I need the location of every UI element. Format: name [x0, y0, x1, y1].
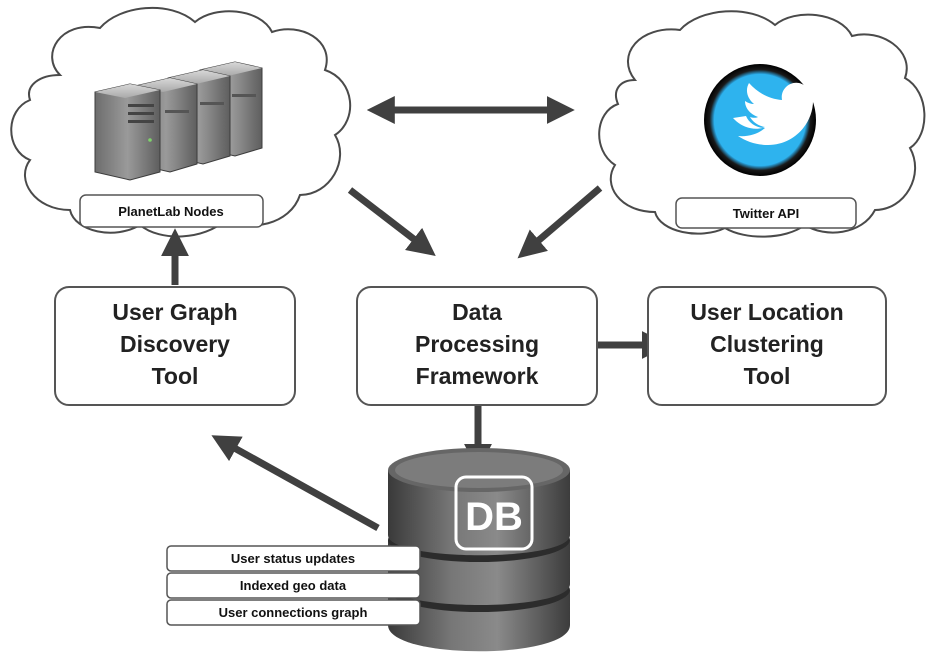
twitter-bird-icon	[704, 64, 821, 176]
cluster-tool-line-2: Clustering	[710, 331, 824, 357]
framework-line-2: Processing	[415, 331, 539, 357]
db-layer-label: User status updates	[231, 551, 355, 566]
db-badge: DB	[454, 475, 534, 551]
planetlab-label-box: PlanetLab Nodes	[79, 194, 264, 228]
planetlab-label: PlanetLab Nodes	[118, 204, 223, 219]
database-cylinder-icon	[388, 448, 570, 652]
data-processing-framework-box: Data Processing Framework	[356, 286, 598, 406]
twitter-to-framework-arrow	[517, 185, 603, 259]
framework-line-3: Framework	[416, 363, 539, 389]
cluster-tool-line-1: User Location	[690, 299, 843, 325]
graph-tool-line-2: Discovery	[120, 331, 230, 357]
server-rack-icon	[94, 61, 263, 181]
planetlab-to-framework-arrow	[347, 187, 436, 256]
user-location-clustering-box: User Location Clustering Tool	[647, 286, 887, 406]
graph-tool-line-3: Tool	[152, 363, 199, 389]
graph-tool-line-1: User Graph	[112, 299, 237, 325]
db-layer-geo-data: Indexed geo data	[166, 572, 421, 599]
user-graph-discovery-box: User Graph Discovery Tool	[54, 286, 296, 406]
db-badge-label: DB	[465, 495, 523, 539]
framework-line-1: Data	[452, 299, 502, 325]
db-layer-label: User connections graph	[219, 605, 368, 620]
cluster-tool-line-3: Tool	[744, 363, 791, 389]
db-layer-labels: User status updates Indexed geo data Use…	[166, 545, 421, 626]
twitter-label-box: Twitter API	[675, 197, 857, 229]
db-layer-connections-graph: User connections graph	[166, 599, 421, 626]
twitter-label: Twitter API	[733, 206, 799, 221]
db-to-graphtool-arrow	[211, 435, 380, 532]
db-layer-status-updates: User status updates	[166, 545, 421, 572]
db-layer-label: Indexed geo data	[240, 578, 347, 593]
